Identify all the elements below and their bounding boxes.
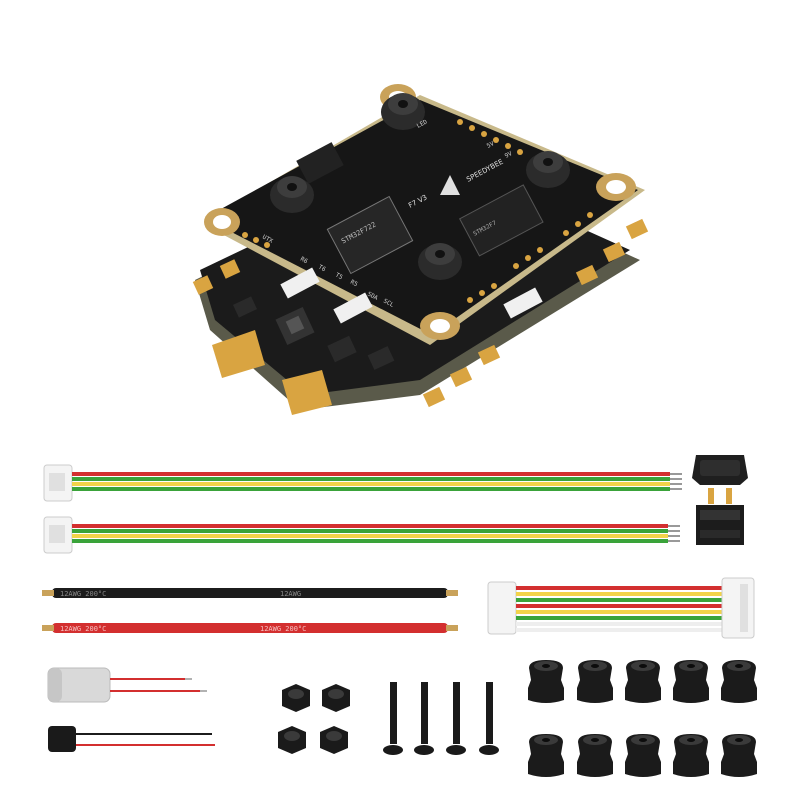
grommet bbox=[625, 660, 661, 703]
nylon-nuts bbox=[278, 684, 350, 754]
pad-label-scl: SCL bbox=[382, 298, 395, 309]
brand-logo-arrow bbox=[440, 175, 460, 195]
screw bbox=[414, 682, 434, 755]
jst-connector bbox=[503, 287, 543, 319]
esc-motor-pads bbox=[192, 218, 649, 408]
fc-solder-pads bbox=[242, 119, 593, 303]
nylon-screws bbox=[383, 682, 499, 755]
grommet bbox=[528, 734, 564, 777]
nut bbox=[320, 726, 348, 754]
pad-label-led: LED bbox=[416, 118, 429, 129]
grommet bbox=[577, 734, 613, 777]
wire-gauge-label: 12AWG 200°C bbox=[60, 590, 106, 598]
power-wire-black: 12AWG 200°C 12AWG bbox=[42, 588, 458, 598]
fc-board: STM32F722 STM32F7 SPEEDYBEE F7 V3 bbox=[204, 84, 645, 345]
grommet bbox=[721, 660, 757, 703]
mcu-chip: STM32F722 bbox=[326, 195, 414, 275]
pad-label-r6: R6 bbox=[299, 256, 309, 266]
pad-label-sda: SDA bbox=[366, 291, 379, 302]
xt60-connector bbox=[692, 455, 748, 545]
nut bbox=[322, 684, 350, 712]
signal-cable-2 bbox=[43, 516, 680, 554]
soft-mount-grommets bbox=[270, 93, 570, 280]
grommet bbox=[721, 734, 757, 777]
flight-controller-stack: STM32F722 STM32F7 SPEEDYBEE F7 V3 bbox=[192, 84, 649, 415]
grommet bbox=[625, 734, 661, 777]
wire-gauge-label: 12AWG bbox=[280, 590, 301, 598]
capacitor bbox=[47, 667, 207, 703]
pad-label-utx: UTX bbox=[261, 234, 274, 245]
wire-gauge-label: 12AWG 200°C bbox=[260, 625, 306, 633]
screw bbox=[383, 682, 403, 755]
ribbon-cable bbox=[487, 577, 755, 639]
wire-gauge-label: 12AWG 200°C bbox=[60, 625, 106, 633]
jst-connector bbox=[333, 292, 373, 324]
grommet bbox=[673, 660, 709, 703]
pad-label-5v: 5V bbox=[486, 140, 496, 150]
flash-chip: STM32F7 bbox=[459, 184, 544, 257]
mounting-holes bbox=[204, 84, 636, 340]
rubber-grommets bbox=[528, 660, 757, 777]
grommet bbox=[528, 660, 564, 703]
grommet bbox=[577, 660, 613, 703]
nut bbox=[278, 726, 306, 754]
pad-label-t5: T5 bbox=[334, 272, 344, 282]
buzzer bbox=[48, 726, 215, 752]
grommet bbox=[673, 734, 709, 777]
pad-label-t6: T6 bbox=[317, 264, 327, 274]
nut bbox=[282, 684, 310, 712]
esc-power-pad bbox=[212, 330, 265, 378]
screw bbox=[446, 682, 466, 755]
esc-power-pad bbox=[282, 370, 332, 415]
power-wire-red: 12AWG 200°C 12AWG 200°C bbox=[42, 623, 458, 633]
screw bbox=[479, 682, 499, 755]
signal-cable-1 bbox=[43, 464, 682, 502]
jst-connector bbox=[280, 267, 320, 299]
pad-label-r5: R5 bbox=[349, 279, 359, 289]
gyro-chip bbox=[296, 142, 344, 184]
pad-label-9v: 9V bbox=[504, 150, 514, 160]
